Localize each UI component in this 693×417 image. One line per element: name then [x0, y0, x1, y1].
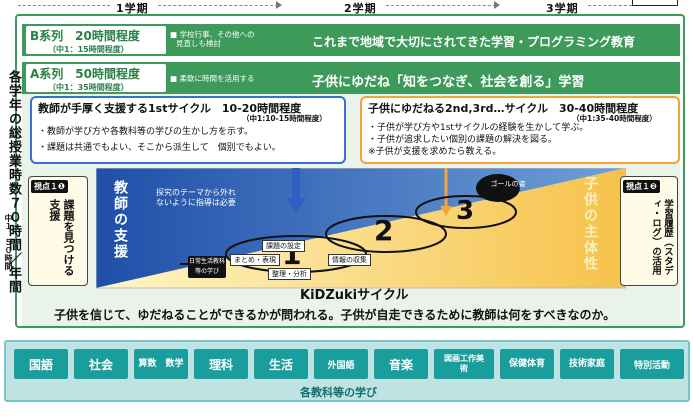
- bottom-message: 子供を信じて、ゆだねることができるかが問われる。子供が自走できるために教師は何を…: [54, 308, 616, 322]
- series-b-bar: B系列 20時間程度 （中1：15時間程度） ■ 学校行事、その他への 見直しも…: [22, 24, 680, 56]
- corner-box: [632, 0, 678, 6]
- subject-life: 生活: [254, 349, 308, 379]
- arrow-right-icon: [276, 1, 282, 9]
- viewpoint-1-badge: 視点１❶: [31, 180, 68, 193]
- subject-art: 図画工作美術: [434, 349, 494, 379]
- series-b-note: ■ 学校行事、その他への 見直しも検討: [170, 30, 255, 48]
- goal-oval: [476, 174, 520, 202]
- subject-pe: 保健体育: [500, 349, 554, 379]
- viewpoint-1-box: 視点１❶ 課題を見つける支援: [28, 176, 88, 286]
- term-divider: [386, 5, 496, 6]
- term-2: 2学期: [344, 2, 377, 15]
- term-divider: [588, 5, 668, 6]
- cycle-3: [415, 195, 517, 229]
- viewpoint-2-badge: 視点１❷: [623, 180, 660, 193]
- cycle-number-2: 2: [374, 214, 394, 247]
- cycle-name: KiDZukiサイクル: [300, 288, 409, 303]
- viewpoint-1-text: 課題を見つける支援: [48, 199, 75, 276]
- outer-frame: [15, 14, 685, 328]
- subject-foreign-language: 外国語: [314, 349, 368, 379]
- series-a-sub: （中1：35時間程度）: [48, 83, 129, 92]
- term-header: 1学期 2学期 3学期: [18, 0, 678, 15]
- subject-math: 算数 数学: [134, 349, 188, 379]
- subject-social: 社会: [74, 349, 128, 379]
- second-cycle-title: 子供にゆだねる2nd,3rd…サイクル 30-40時間程度: [368, 102, 639, 115]
- cycle-number-3: 3: [456, 196, 475, 226]
- cycle-2: [325, 215, 447, 253]
- second-cycle-line1: ・子供が学び方や1stサイクルの経験を生かして学ぶ。: [368, 123, 589, 133]
- series-b-sub: （中1：15時間程度）: [48, 45, 129, 54]
- child-agency-label: 子供の主体性: [582, 176, 598, 272]
- second-cycle-line3: ※子供が支援を求めたら教える。: [368, 147, 502, 157]
- series-b-label: B系列 20時間程度: [30, 29, 140, 43]
- step-analyze: 整理・分析: [268, 268, 311, 280]
- first-cycle-line1: ・教師が学び方や各教科等の学びの生かし方を示す。: [38, 127, 254, 137]
- daily-life-badge: 日常生活教科等の学び: [188, 256, 226, 278]
- subjects-footer: 各教科等の学び: [300, 386, 377, 399]
- subject-tech-home: 技術家庭: [560, 349, 614, 379]
- series-a-label-box: A系列 50時間程度 （中1：35時間程度）: [26, 64, 166, 92]
- series-b-label-box: B系列 20時間程度 （中1：15時間程度）: [26, 26, 166, 54]
- term-divider: [158, 5, 278, 6]
- step-express: まとめ・表現: [230, 254, 280, 266]
- total-hours-label: 各学年の総授業時数７０時間／年間: [6, 70, 21, 294]
- viewpoint-2-text: 学習履歴（スタディ・ログ）の活用: [650, 199, 673, 275]
- term-1: 1学期: [116, 2, 149, 15]
- series-a-label: A系列 50時間程度: [30, 67, 140, 81]
- subject-science: 理科: [194, 349, 248, 379]
- subject-music: 音楽: [374, 349, 428, 379]
- step-collect: 情報の収集: [328, 254, 371, 266]
- term-3: 3学期: [546, 2, 579, 15]
- first-cycle-sub: （中1:10-15時間程度）: [242, 114, 327, 123]
- first-cycle-title: 教師が手厚く支援する1stサイクル 10-20時間程度: [38, 102, 302, 115]
- step-set: 課題の設定: [262, 240, 305, 252]
- subject-special: 特別活動: [620, 349, 684, 379]
- subject-japanese: 国語: [14, 349, 68, 379]
- first-cycle-line2: ・課題は共通でもよい、そこから派生して 個別でもよい。: [38, 143, 281, 153]
- theme-note: 探究のテーマから外れないように指導は必要: [156, 188, 236, 207]
- second-cycle-line2: ・子供が追求したい個別の課題の解決を図る。: [368, 135, 558, 145]
- series-a-main: 子供にゆだね「知をつなぎ、社会を創る」学習: [312, 75, 585, 90]
- series-b-main: これまで地域で大切にされてきた学習・プログラミング教育: [312, 35, 636, 49]
- down-arrow-icon: [440, 206, 452, 216]
- teacher-support-label: 教師の支援: [112, 180, 128, 260]
- total-hours-sub: 中１：５０時間: [4, 214, 13, 270]
- goal-label: ゴールの姿: [490, 180, 526, 188]
- second-cycle-sub: （中1:35-40時間程度）: [572, 114, 657, 123]
- second-cycle-box: 子供にゆだねる2nd,3rd…サイクル 30-40時間程度 （中1:35-40時…: [360, 96, 680, 164]
- arrow-right-icon: [494, 1, 500, 9]
- down-arrow-icon: [286, 198, 306, 212]
- kidzuki-diagram: [96, 168, 626, 289]
- series-a-bar: A系列 50時間程度 （中1：35時間程度） ■ 柔軟に時間を活用する 子供にゆ…: [22, 62, 680, 94]
- viewpoint-2-box: 視点１❷ 学習履歴（スタディ・ログ）の活用: [620, 176, 678, 286]
- term-divider: [18, 5, 110, 6]
- first-cycle-box: 教師が手厚く支援する1stサイクル 10-20時間程度 （中1:10-15時間程…: [30, 96, 346, 164]
- series-a-note: ■ 柔軟に時間を活用する: [170, 74, 255, 83]
